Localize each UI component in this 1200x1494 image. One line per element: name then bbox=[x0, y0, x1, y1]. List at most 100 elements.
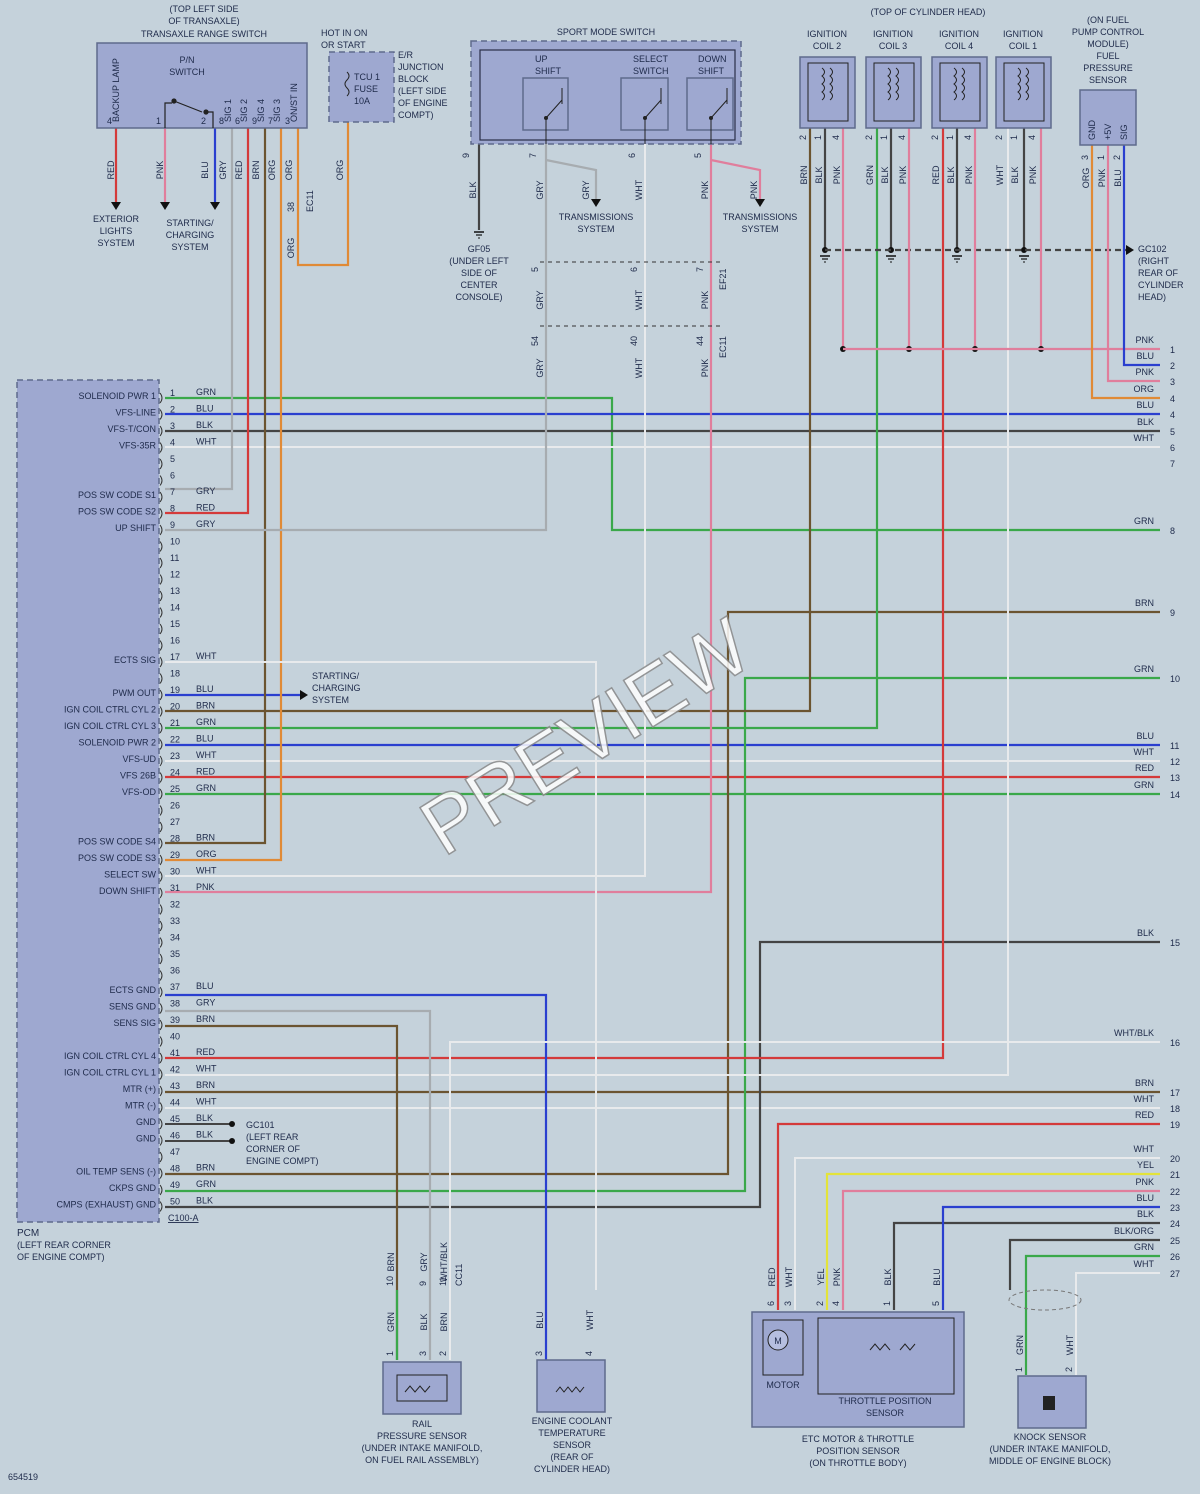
select-switch-label1: SELECT bbox=[633, 54, 669, 64]
pcm-pin-label: GND bbox=[136, 1117, 157, 1127]
tx-wire-color: BRN bbox=[251, 160, 261, 179]
sport-wire-color: BLK bbox=[468, 181, 478, 198]
pcm-wire-color: BLK bbox=[196, 420, 213, 430]
pcm-pin-number: 3 bbox=[170, 421, 175, 431]
pcm-pin-number: 6 bbox=[170, 471, 175, 481]
edge-wire-color: YEL bbox=[1137, 1160, 1154, 1170]
pcm-wire-color: BLK bbox=[196, 1113, 213, 1123]
pcm1-wire bbox=[165, 396, 1160, 532]
coil-winding-icon bbox=[873, 62, 915, 122]
up-shift-label1: UP bbox=[535, 54, 548, 64]
pcm-pin-number: 31 bbox=[170, 883, 180, 893]
ec11-pin: 44 bbox=[695, 336, 705, 346]
fuel-pin-label: SIG bbox=[1119, 124, 1129, 140]
sport-wire-color: PNK bbox=[700, 181, 710, 200]
fuel-wire-color: PNK bbox=[1097, 169, 1107, 188]
trans1-wire bbox=[545, 158, 598, 200]
coil-title-1: IGNITION bbox=[939, 29, 979, 39]
coil-title-2: COIL 1 bbox=[1009, 41, 1037, 51]
pcm-terminal-icon bbox=[159, 574, 163, 585]
pcm-wire-color: GRY bbox=[196, 486, 215, 496]
edge-pin-number: 4 bbox=[1170, 410, 1175, 420]
pcm-pin-number: 37 bbox=[170, 982, 180, 992]
tx-wire-color: ORG bbox=[267, 160, 277, 181]
pcm-pin-number: 17 bbox=[170, 652, 180, 662]
coil-gnd-splice bbox=[1021, 247, 1027, 253]
edge-pin-number: 13 bbox=[1170, 773, 1180, 783]
ext-arrow-icon bbox=[111, 202, 121, 210]
fuel-wire-color: ORG bbox=[1081, 168, 1091, 189]
tx-wire-color: ORG bbox=[284, 160, 294, 181]
ects-text: ENGINE COOLANT bbox=[532, 1416, 613, 1426]
transmissions-system-text-2: TRANSMISSIONS bbox=[723, 212, 798, 222]
coil-winding-icon bbox=[887, 67, 891, 101]
etc-pin-number: 4 bbox=[831, 1301, 841, 1306]
fuel-gnd-wire bbox=[1090, 145, 1160, 400]
fuel-sensor-text: PUMP CONTROL bbox=[1072, 27, 1144, 37]
pcm-terminal-icon bbox=[159, 475, 163, 486]
starting-charging-text-2: SYSTEM bbox=[312, 695, 349, 705]
fuse-name-1: TCU 1 bbox=[354, 72, 380, 82]
etc-pin-number: 2 bbox=[815, 1301, 825, 1306]
fuel-sig-wire bbox=[1122, 145, 1160, 367]
edge-pin-number: 21 bbox=[1170, 1170, 1180, 1180]
fuse-icon bbox=[344, 71, 350, 97]
etc-pin-number: 6 bbox=[766, 1301, 776, 1306]
pcm-terminal-icon bbox=[159, 1135, 163, 1146]
ects-body bbox=[536, 1359, 606, 1413]
coil-title-1: IGNITION bbox=[807, 29, 847, 39]
edge-wire-color: BRN bbox=[1135, 598, 1154, 608]
edge-wire-color: BLK bbox=[1137, 928, 1154, 938]
tx-pin-number: 8 bbox=[219, 116, 224, 126]
edge-pin-number: 16 bbox=[1170, 1038, 1180, 1048]
pcm-terminal-icon bbox=[159, 458, 163, 470]
knock-text: (UNDER INTAKE MANIFOLD, bbox=[990, 1444, 1111, 1454]
pcm-pin-number: 23 bbox=[170, 751, 180, 761]
pcm-terminal-icon bbox=[159, 821, 163, 833]
pcm-terminal-icon bbox=[159, 937, 163, 948]
pcm-terminal-icon bbox=[159, 970, 163, 981]
pcm-pin-number: 5 bbox=[170, 454, 175, 464]
fuel-sensor-text: PRESSURE bbox=[1083, 63, 1133, 73]
coil-body bbox=[931, 56, 988, 129]
edge-pin-number: 2 bbox=[1170, 361, 1175, 371]
pcm-pin-number: 33 bbox=[170, 916, 180, 926]
motor-m-label: M bbox=[774, 1336, 782, 1346]
edge-wire-color: WHT/BLK bbox=[1114, 1028, 1154, 1038]
pcm30-wire bbox=[165, 144, 646, 877]
fuel-pin-number: 1 bbox=[1096, 155, 1106, 160]
pcm-terminal-icon bbox=[159, 590, 163, 602]
tx-pin-number: 9 bbox=[252, 116, 257, 126]
pcm-terminal-icon bbox=[159, 772, 163, 783]
pcm-terminal-icon bbox=[159, 739, 163, 750]
transaxle-location1: (TOP LEFT SIDE bbox=[169, 4, 238, 14]
pcm-wire-color: BLK bbox=[196, 1196, 213, 1206]
pcm-terminal-icon bbox=[159, 1151, 163, 1163]
pcm-pin-label: SELECT SW bbox=[104, 870, 156, 880]
pcm38-wire bbox=[165, 1009, 432, 1360]
pcm-terminal-icon bbox=[159, 854, 163, 866]
coil-wire-color: PNK bbox=[1028, 166, 1038, 185]
transaxle-title: TRANSAXLE RANGE SWITCH bbox=[141, 29, 267, 39]
ects-pin-number: 3 bbox=[534, 1351, 544, 1356]
trans2-arrow-icon bbox=[755, 199, 765, 207]
pcm-pin-label: IGN COIL CTRL CYL 2 bbox=[64, 705, 156, 715]
tx-pin-label: SIG 4 bbox=[256, 99, 266, 122]
transmissions-system-text: TRANSMISSIONS bbox=[559, 212, 634, 222]
pcm-wire-color: BLU bbox=[196, 684, 214, 694]
pcm-wire-color: RED bbox=[196, 503, 216, 513]
pcm-terminal-icon bbox=[159, 392, 163, 404]
tx-pin-label: ON/ST IN bbox=[289, 83, 299, 122]
pcm-terminal-icon bbox=[159, 673, 163, 684]
wire-layer bbox=[114, 122, 1160, 1375]
gf05-text: CENTER bbox=[460, 280, 498, 290]
coil-wire-color: BRN bbox=[799, 165, 809, 184]
ects-pin-number: 4 bbox=[584, 1351, 594, 1356]
coil-body bbox=[865, 56, 922, 129]
rail-top-pin: 11 bbox=[438, 1277, 448, 1286]
pcm-terminal-icon bbox=[159, 1085, 163, 1097]
